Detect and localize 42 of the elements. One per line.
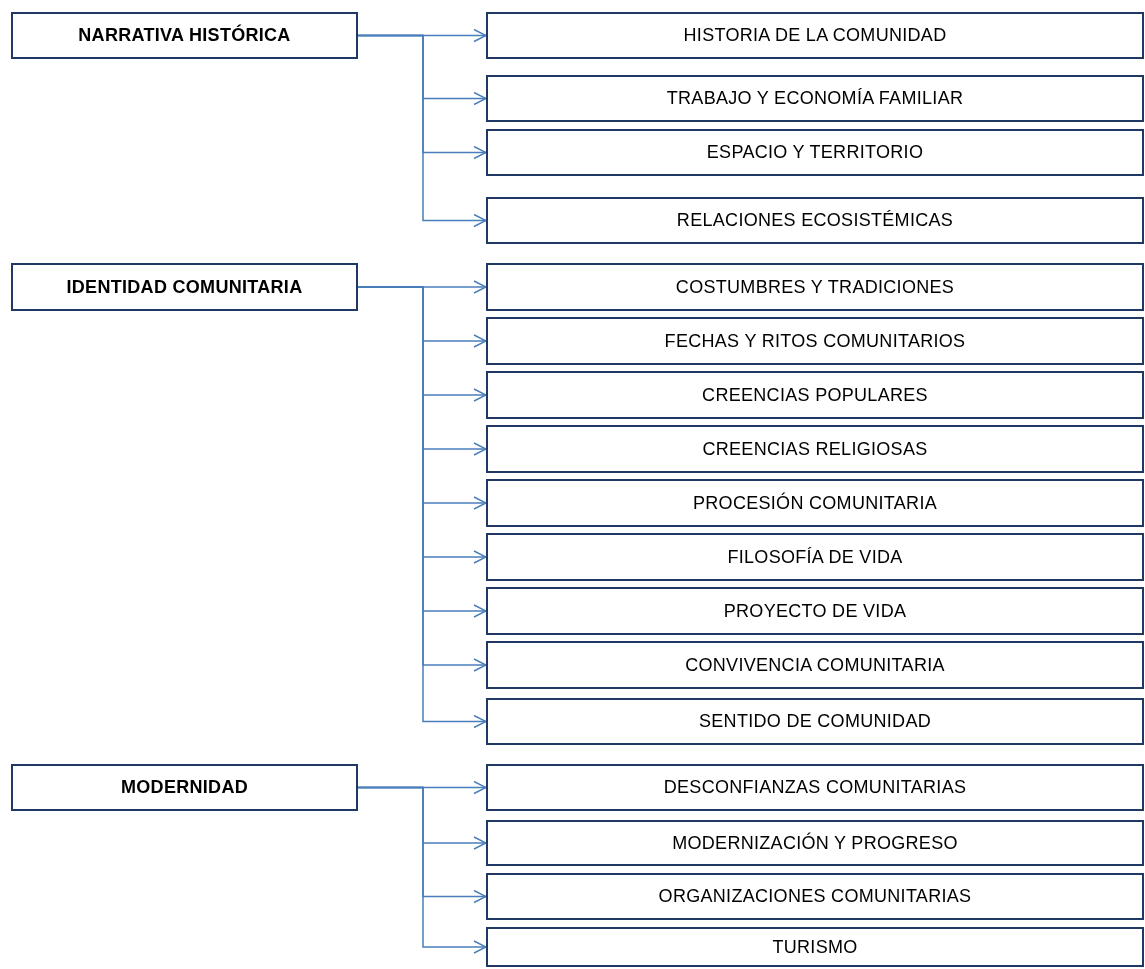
subcategory-label: MODERNIZACIÓN Y PROGRESO [672,832,958,854]
subcategory-label: COSTUMBRES Y TRADICIONES [675,276,955,298]
subcategory-box [486,371,1144,419]
subcategory-box [486,263,1144,311]
subcategory-label: ESPACIO Y TERRITORIO [706,142,924,163]
subcategory-label: ORGANIZACIONES COMUNITARIAS [658,886,972,907]
connector-arrow [357,786,487,954]
subcategory-label: FILOSOFÍA DE VIDA [727,546,903,568]
subcategory-box [486,927,1144,967]
category-label: NARRATIVA HISTÓRICA [78,25,291,46]
subcategory-box [486,75,1144,122]
category-box [11,263,358,311]
subcategory-label: PROYECTO DE VIDA [723,600,907,622]
subcategory-box [486,533,1144,581]
subcategory-box [486,698,1144,745]
connector-arrow [357,34,487,228]
subcategory-box [486,425,1144,473]
subcategory-box [486,197,1144,244]
subcategory-box [486,129,1144,176]
subcategory-box [486,873,1144,920]
subcategory-label: PROCESIÓN COMUNITARIA [693,492,937,514]
category-box [11,764,358,811]
subcategory-label: HISTORIA DE LA COMUNIDAD [683,25,947,46]
subcategory-box [486,317,1144,365]
subcategory-box [486,764,1144,811]
subcategory-box [486,587,1144,635]
subcategory-box [486,820,1144,866]
category-label: IDENTIDAD COMUNITARIA [66,276,303,298]
subcategory-label: CONVIVENCIA COMUNITARIA [685,654,945,676]
subcategory-box [486,479,1144,527]
subcategory-label: CREENCIAS RELIGIOSAS [702,438,928,460]
subcategory-label: RELACIONES ECOSISTÉMICAS [676,210,954,231]
subcategory-label: TURISMO [772,936,858,958]
subcategory-label: FECHAS Y RITOS COMUNITARIOS [664,330,966,352]
subcategory-label: SENTIDO DE COMUNIDAD [699,711,931,732]
subcategory-label: TRABAJO Y ECONOMÍA FAMILIAR [666,88,964,109]
category-box [11,12,358,59]
category-label: MODERNIDAD [121,777,248,798]
subcategory-label: DESCONFIANZAS COMUNITARIAS [663,777,967,798]
subcategory-box [486,12,1144,59]
subcategory-label: CREENCIAS POPULARES [702,384,928,406]
subcategory-box [486,641,1144,689]
